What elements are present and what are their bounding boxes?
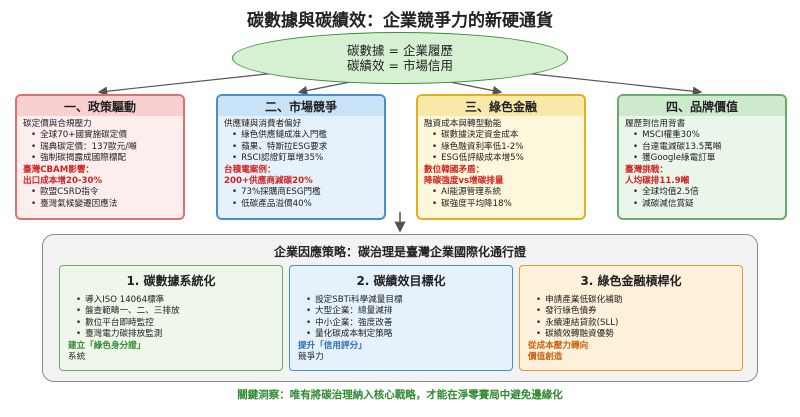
driver-item: 強制碳揭露成國際標配: [31, 153, 177, 164]
driver-card-finance: 三、綠色金融 融資成本與轉型動能 碳數據決定資金成本 綠色融資利率低1-2% E…: [416, 94, 586, 220]
strategy-item: 臺灣電力碳排放監測: [76, 329, 274, 340]
driver-card-market: 二、市場競爭 供應鏈與消費者偏好 綠色供應鏈成准入門檻 蘋果、特斯拉ESG要求 …: [216, 94, 386, 220]
driver-heading: 一、政策驅動: [17, 96, 183, 116]
strategy-item: 量化碳成本制定策略: [306, 329, 504, 340]
strategy-item: 盤查範疇一、二、三排放: [76, 306, 274, 317]
strategy-item: 導入ISO 14064標準: [76, 295, 274, 306]
hub-line-1: 碳數據 = 企業履歷: [347, 43, 453, 58]
driver-item: 73%採購商ESG門檻: [232, 187, 378, 198]
strategy-heading: 3. 綠色金融槓桿化: [580, 274, 682, 288]
driver-item: RSCI認證釘單增35%: [232, 153, 378, 164]
strategy-item: 中小企業：強度改善: [306, 318, 504, 329]
driver-item: 碳數據決定資金成本: [432, 130, 578, 141]
driver-card-policy: 一、政策驅動 碳定價與合規壓力 全球70+國實施碳定價 瑞典碳定價：137歐元/…: [15, 94, 185, 220]
driver-intro: 供應鏈與消費者偏好: [224, 119, 302, 129]
driver-highlight: 數位韓國矛盾：: [424, 164, 485, 175]
driver-item: AI能源管理系統: [432, 187, 578, 198]
driver-intro: 履歷到信用背書: [625, 119, 686, 129]
arrow-to-policy: [97, 71, 286, 96]
hub-line-2: 碳績效 = 市場信用: [347, 58, 453, 73]
strategy-heading: 1. 碳數據系統化: [126, 274, 216, 288]
driver-highlight: 臺灣CBAM影響：: [23, 164, 95, 175]
driver-highlight: 人均碳排11.9噸: [625, 176, 690, 187]
strategy-card-data: 1. 碳數據系統化 導入ISO 14064標準 盤查範疇一、二、三排放 數位平台…: [59, 265, 283, 371]
arrow-to-brand: [514, 71, 703, 96]
diagram-title: 碳數據與碳績效：企業競爭力的新硬通貨: [247, 11, 553, 31]
driver-item: 綠色融資利率低1-2%: [432, 142, 578, 153]
strategy-emphasis: 建立「綠色身分證」: [68, 340, 146, 351]
driver-heading: 四、品牌價值: [619, 96, 785, 116]
strategy-emphasis: 提升「信用評分」: [298, 340, 367, 351]
driver-item: 歐盟CSRD指令: [31, 187, 177, 198]
driver-highlight: 臺灣挑戰：: [625, 164, 668, 175]
strategy-emphasis: 從成本壓力轉向: [528, 340, 589, 351]
strategy-card-finance: 3. 綠色金融槓桿化 申請產業低碳化補助 發行綠色債券 永續連結貸款(SLL) …: [519, 265, 743, 371]
driver-heading: 三、綠色金融: [418, 96, 584, 116]
driver-heading: 二、市場競爭: [218, 96, 384, 116]
strategy-panel: 企業因應策略：碳治理是臺灣企業國際化通行證 1. 碳數據系統化 導入ISO 14…: [42, 234, 758, 382]
strategy-title: 企業因應策略：碳治理是臺灣企業國際化通行證: [273, 245, 526, 259]
driver-intro: 融資成本與轉型動能: [424, 119, 502, 129]
strategy-item: 碳績效轉融資優勢: [536, 329, 734, 340]
driver-intro: 碳定價與合規壓力: [23, 119, 92, 129]
driver-card-brand: 四、品牌價值 履歷到信用背書 MSCI權重30% 台達電減碳13.5萬噸 獲Go…: [617, 94, 787, 220]
arrow-to-market: [297, 81, 351, 96]
strategy-tail: 競爭力: [298, 352, 324, 363]
strategy-emphasis: 價值創造: [528, 352, 563, 363]
driver-item: 蘋果、特斯拉ESG要求: [232, 142, 378, 153]
driver-item: 瑞典碳定價：137歐元/噸: [31, 142, 177, 153]
driver-item: 全球70+國實施碳定價: [31, 130, 177, 141]
driver-item: 綠色供應鏈成准入門檻: [232, 130, 378, 141]
driver-item: 獲Google綠電訂單: [633, 153, 779, 164]
strategy-item: 大型企業：總量減排: [306, 306, 504, 317]
driver-item: 全球均值2.5倍: [633, 187, 779, 198]
strategy-item: 發行綠色債券: [536, 306, 734, 317]
driver-highlight: 出口成本增20-30%: [23, 176, 103, 187]
driver-highlight: 台積電案例：: [224, 164, 276, 175]
strategy-item: 申請產業低碳化補助: [536, 295, 734, 306]
driver-highlight: 200+供應商減碳20%: [224, 176, 313, 187]
driver-highlight: 降碳強度vs增碳排量: [424, 176, 504, 187]
strategy-tail: 系統: [68, 352, 86, 363]
hub-ellipse: 碳數據 = 企業履歷 碳績效 = 市場信用: [232, 32, 568, 84]
driver-item: 碳強度平均降18%: [432, 199, 578, 210]
key-insight: 關鍵洞察：唯有將碳治理納入核心戰略，才能在淨零賽局中避免邊緣化: [237, 389, 563, 401]
driver-item: ESG低評級成本增5%: [432, 153, 578, 164]
strategy-item: 數位平台即時監控: [76, 318, 274, 329]
strategy-item: 永續連結貸款(SLL): [536, 318, 734, 329]
strategy-card-performance: 2. 碳績效目標化 設定SBTi科學減量目標 大型企業：總量減排 中小企業：強度…: [289, 265, 513, 371]
arrow-to-finance: [449, 81, 503, 96]
driver-item: 低碳產品溢價40%: [232, 199, 378, 210]
driver-item: 臺灣氣候變遷因應法: [31, 199, 177, 210]
driver-item: 減碳減信賞疑: [633, 199, 779, 210]
strategy-heading: 2. 碳績效目標化: [356, 274, 446, 288]
strategy-item: 設定SBTi科學減量目標: [306, 295, 504, 306]
driver-item: MSCI權重30%: [633, 130, 779, 141]
driver-item: 台達電減碳13.5萬噸: [633, 142, 779, 153]
